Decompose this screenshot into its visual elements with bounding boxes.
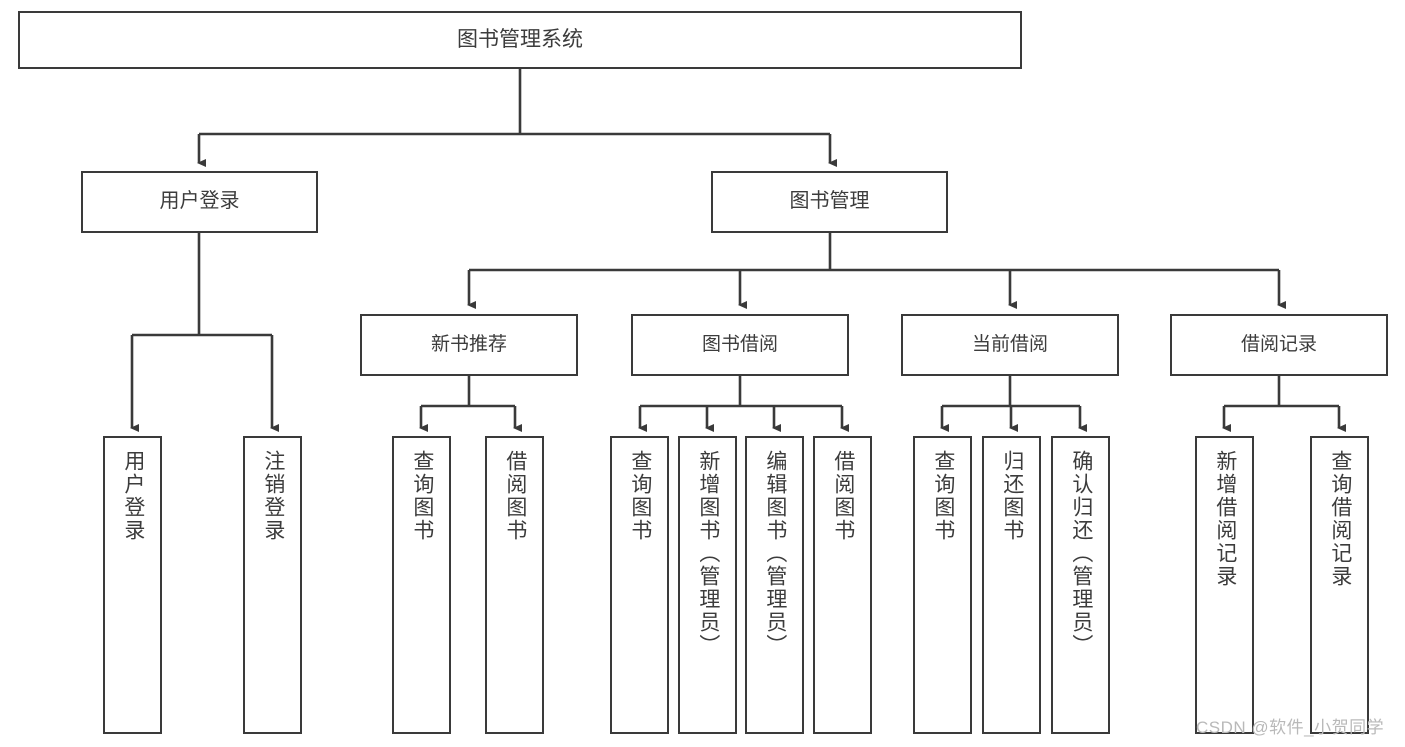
leaf-borrow-book-2[interactable]: 借阅图书	[813, 436, 872, 734]
csdn-watermark: CSDN @软件_小贺同学	[1196, 718, 1385, 737]
leaf-user-login-label: 用户登录	[121, 450, 145, 542]
node-current-borrow[interactable]: 当前借阅	[901, 314, 1119, 376]
leaf-confirm-return-admin[interactable]: 确认归还（管理员）	[1051, 436, 1110, 734]
node-root-label: 图书管理系统	[457, 27, 583, 51]
leaf-edit-book-admin-label: 编辑图书（管理员）	[763, 450, 787, 657]
leaf-query-book-2-label: 查询图书	[628, 450, 652, 542]
leaf-edit-book-admin[interactable]: 编辑图书（管理员）	[745, 436, 804, 734]
node-new-book-rec-label: 新书推荐	[430, 333, 507, 355]
node-root[interactable]: 图书管理系统	[18, 11, 1022, 69]
leaf-add-book-admin-label: 新增图书（管理员）	[696, 450, 720, 657]
leaf-add-record[interactable]: 新增借阅记录	[1195, 436, 1254, 734]
leaf-user-login[interactable]: 用户登录	[103, 436, 162, 734]
node-user-login[interactable]: 用户登录	[81, 171, 318, 233]
leaf-query-book-1-label: 查询图书	[410, 450, 434, 542]
leaf-confirm-return-admin-label: 确认归还（管理员）	[1069, 450, 1093, 657]
leaf-borrow-book-1-label: 借阅图书	[503, 450, 527, 542]
leaf-logout[interactable]: 注销登录	[243, 436, 302, 734]
node-book-borrow-label: 图书借阅	[701, 333, 778, 355]
leaf-query-record[interactable]: 查询借阅记录	[1310, 436, 1369, 734]
leaf-logout-label: 注销登录	[261, 450, 285, 542]
leaf-query-book-1[interactable]: 查询图书	[392, 436, 451, 734]
node-borrow-record[interactable]: 借阅记录	[1170, 314, 1388, 376]
node-borrow-record-label: 借阅记录	[1240, 333, 1317, 355]
node-user-login-label: 用户登录	[159, 190, 240, 213]
leaf-query-book-2[interactable]: 查询图书	[610, 436, 669, 734]
node-current-borrow-label: 当前借阅	[971, 333, 1048, 355]
node-book-manage-label: 图书管理	[789, 190, 870, 213]
leaf-borrow-book-2-label: 借阅图书	[831, 450, 855, 542]
leaf-add-record-label: 新增借阅记录	[1213, 450, 1237, 588]
leaf-query-book-3-label: 查询图书	[931, 450, 955, 542]
leaf-add-book-admin[interactable]: 新增图书（管理员）	[678, 436, 737, 734]
leaf-query-book-3[interactable]: 查询图书	[913, 436, 972, 734]
leaf-query-record-label: 查询借阅记录	[1328, 450, 1352, 588]
leaf-borrow-book-1[interactable]: 借阅图书	[485, 436, 544, 734]
node-book-manage[interactable]: 图书管理	[711, 171, 948, 233]
leaf-return-book-label: 归还图书	[1000, 450, 1024, 542]
node-new-book-rec[interactable]: 新书推荐	[360, 314, 578, 376]
leaf-return-book[interactable]: 归还图书	[982, 436, 1041, 734]
node-book-borrow[interactable]: 图书借阅	[631, 314, 849, 376]
